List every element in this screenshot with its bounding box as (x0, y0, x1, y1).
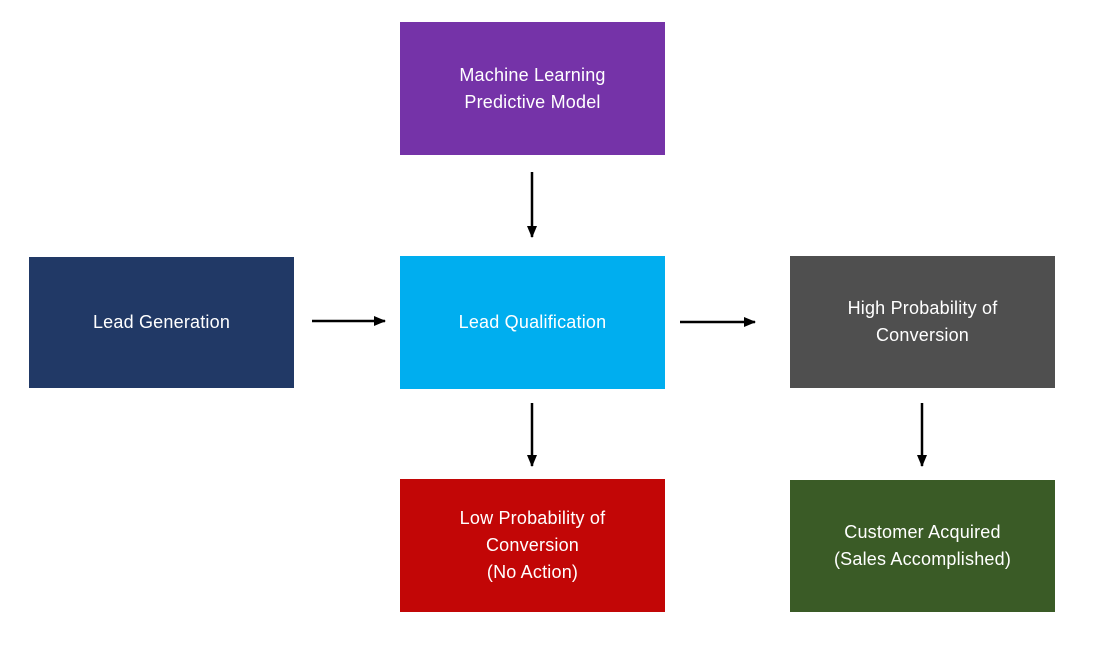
node-label-line: Conversion (875, 325, 970, 345)
node-label-line: (No Action) (486, 562, 579, 582)
node-label-line: Customer Acquired (844, 522, 1001, 542)
node-label-line: Low Probability of (459, 508, 606, 528)
node-label-line: Lead Generation (92, 312, 231, 332)
node-lead-qualification: Lead Qualification (400, 256, 665, 389)
node-label-line: Lead Qualification (458, 312, 607, 332)
node-customer-acquired: Customer Acquired (Sales Accomplished) (790, 480, 1055, 612)
node-low-probability: Low Probability of Conversion (No Action… (400, 479, 665, 612)
node-label-line: High Probability of (847, 298, 998, 318)
node-high-probability: High Probability of Conversion (790, 256, 1055, 388)
node-label-line: Predictive Model (464, 91, 601, 112)
node-ml-predictive-model: Machine Learning Predictive Model (400, 22, 665, 155)
node-label-line: Machine Learning (459, 64, 606, 85)
node-label-line: Conversion (485, 535, 580, 555)
node-label-line: (Sales Accomplished) (833, 549, 1012, 569)
node-lead-generation: Lead Generation (29, 257, 294, 388)
